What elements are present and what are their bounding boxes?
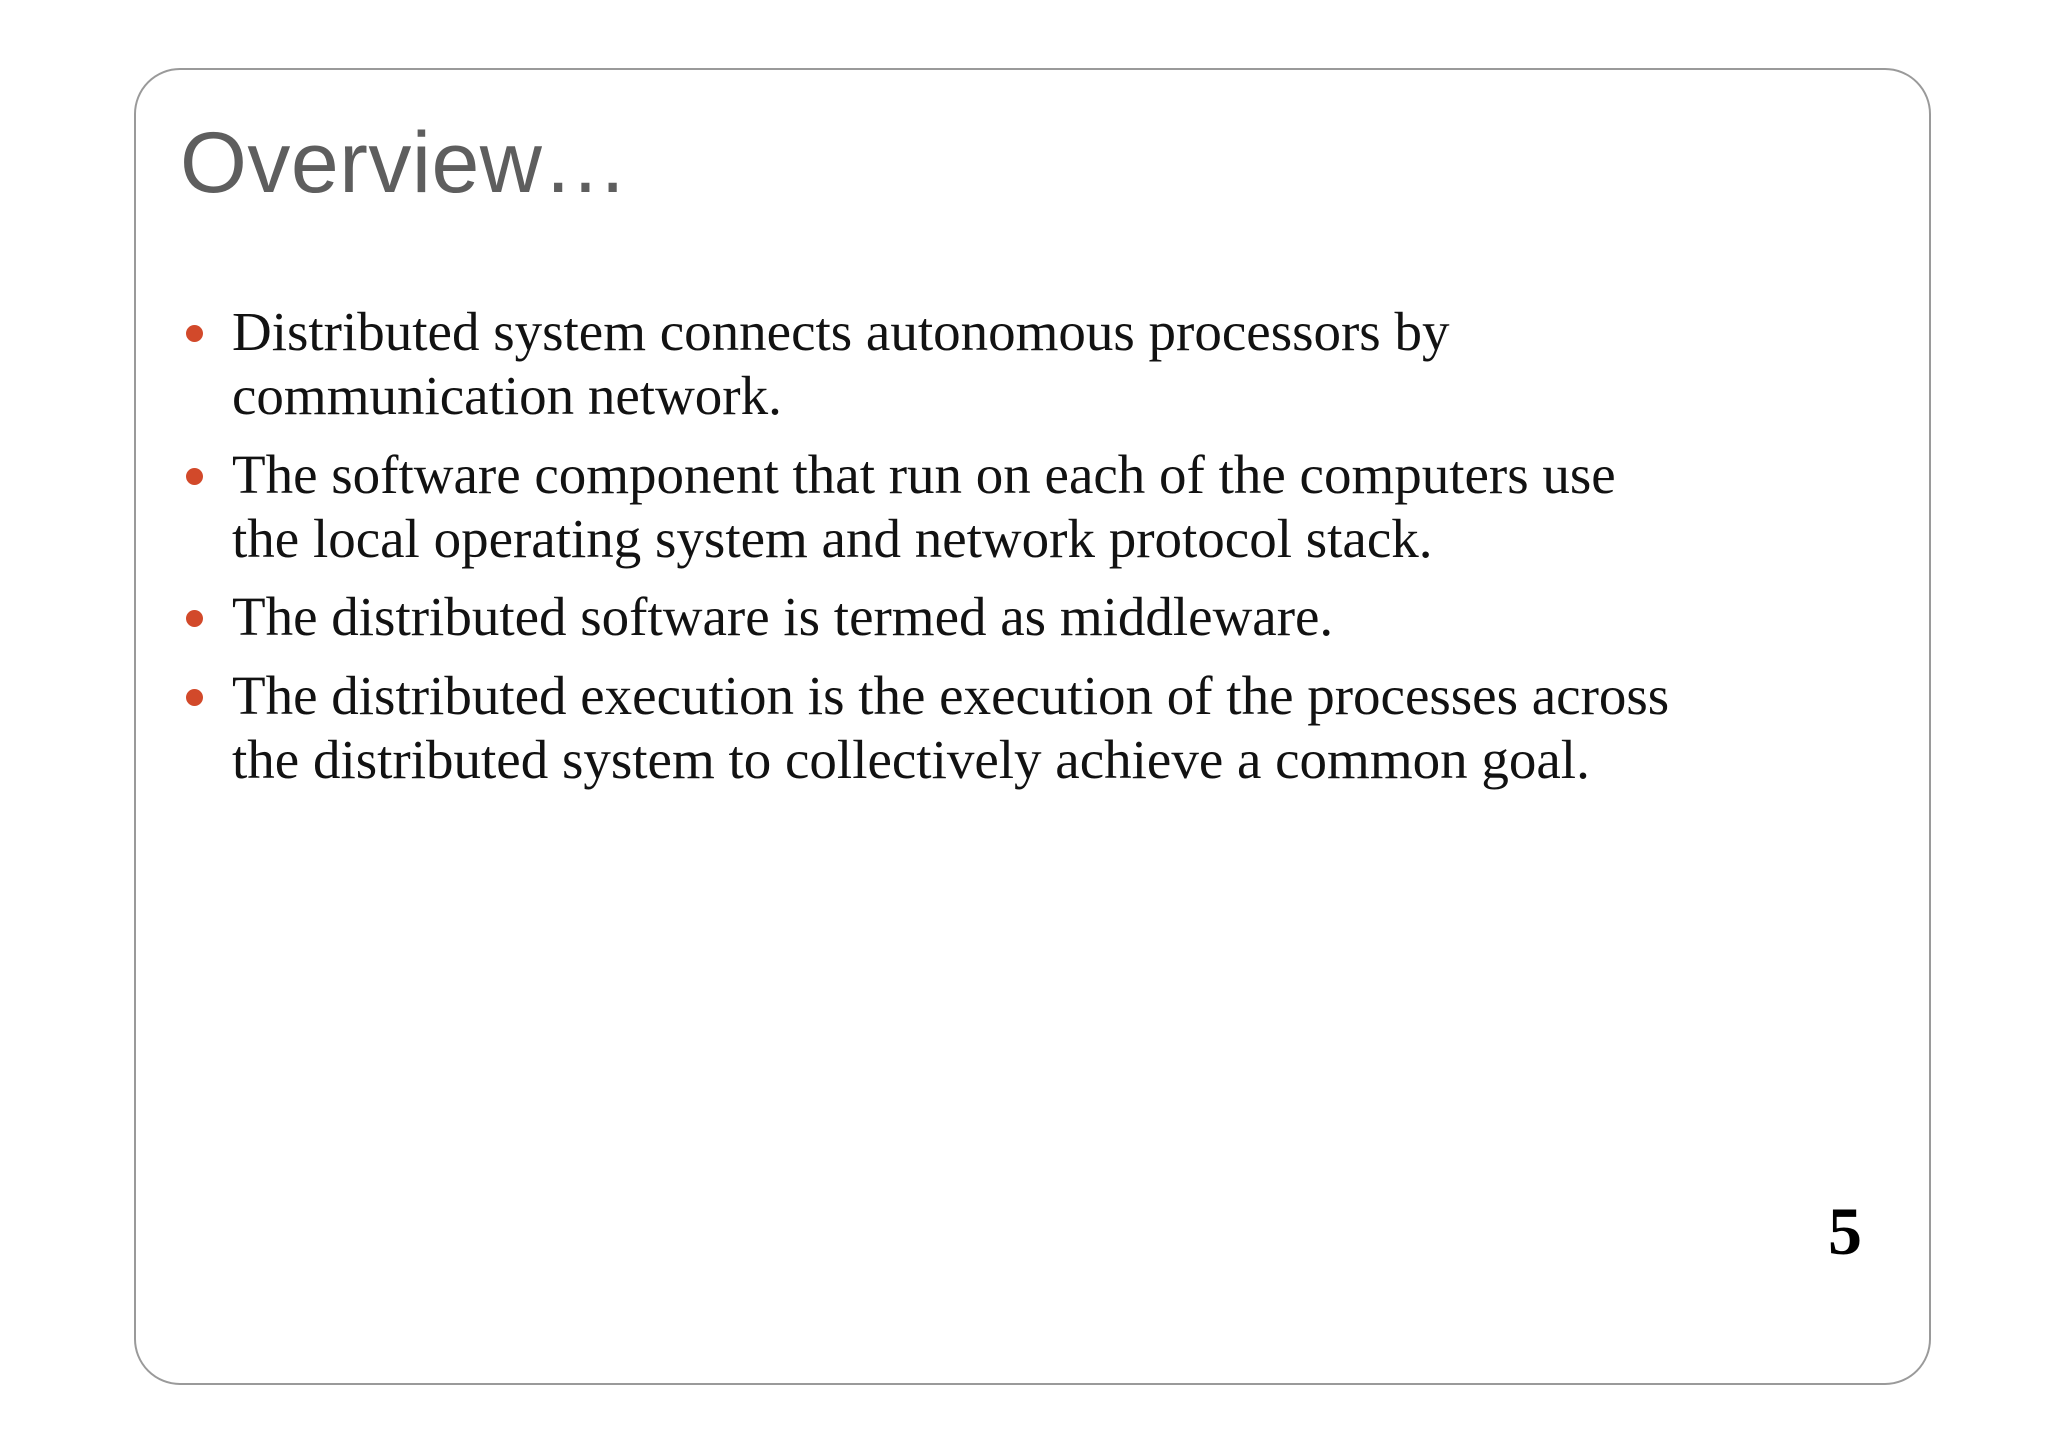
slide-frame-border xyxy=(134,68,1931,1385)
list-item: The software component that run on each … xyxy=(168,443,1688,572)
list-item: The distributed software is termed as mi… xyxy=(168,585,1688,649)
bullet-dot-icon xyxy=(186,688,203,706)
list-item: The distributed execution is the executi… xyxy=(168,664,1688,793)
list-item-text: Distributed system connects autonomous p… xyxy=(232,301,1450,427)
page-number: 5 xyxy=(1828,1193,1862,1269)
page-title: Overview… xyxy=(180,115,629,211)
list-item-text: The distributed execution is the executi… xyxy=(232,664,1670,791)
bullet-dot-icon xyxy=(186,610,203,628)
bullet-dot-icon xyxy=(186,467,203,485)
bullet-dot-icon xyxy=(186,325,203,342)
list-item-text: The distributed software is termed as mi… xyxy=(232,586,1334,648)
bullet-list: Distributed system connects autonomous p… xyxy=(168,300,1688,806)
list-item: Distributed system connects autonomous p… xyxy=(168,300,1688,429)
list-item-text: The software component that run on each … xyxy=(232,443,1616,570)
